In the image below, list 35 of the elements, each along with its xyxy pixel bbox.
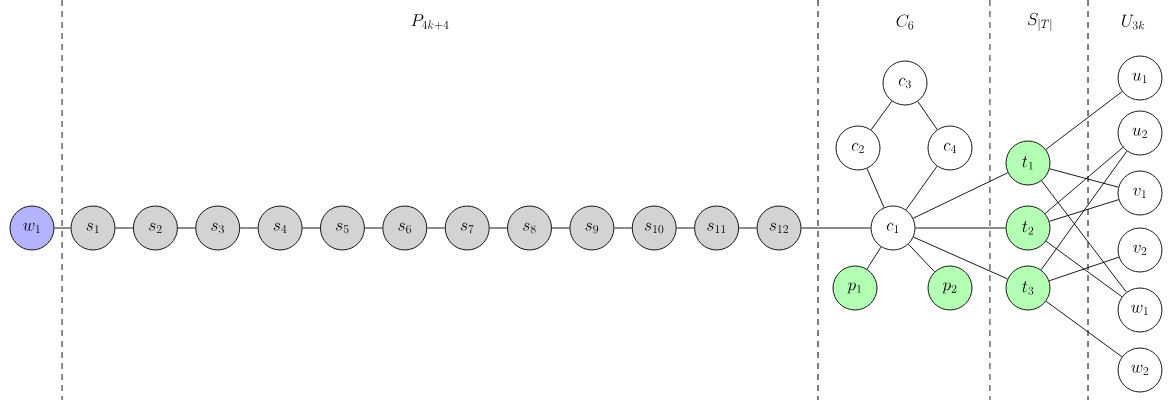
edge-line xyxy=(1041,180,1127,293)
section-heading: $U_{3k}$ xyxy=(1122,14,1145,30)
section-heading: $C_6$ xyxy=(896,14,914,30)
edge-line xyxy=(1040,150,1128,271)
edge-line xyxy=(676,227,695,229)
edge-line xyxy=(738,227,757,229)
edge-line xyxy=(1049,199,1120,222)
edge-line xyxy=(870,100,893,131)
edge-line xyxy=(866,246,882,270)
edge-line xyxy=(1044,147,1124,214)
edge-line xyxy=(1049,168,1119,188)
edge-line xyxy=(364,227,383,229)
edge-line xyxy=(1048,256,1120,282)
edge-line xyxy=(177,227,196,229)
edge-line xyxy=(115,227,134,229)
edge-line xyxy=(426,227,446,229)
edge-line xyxy=(915,227,1006,229)
section-heading: $S_{|T|}$ xyxy=(1027,12,1052,31)
edge-line xyxy=(551,227,570,229)
edge-line xyxy=(905,165,938,211)
section-heading: $P_{4k+4}$ xyxy=(411,14,449,30)
edge-line xyxy=(913,236,1008,280)
edge-line xyxy=(1045,91,1123,150)
edge-line xyxy=(917,101,938,130)
edge-line xyxy=(1045,300,1123,358)
edge-line xyxy=(908,243,935,273)
edge-line xyxy=(801,227,871,229)
edge-line xyxy=(54,227,71,229)
edge-line xyxy=(239,227,259,229)
edge-line xyxy=(613,227,633,229)
edge-line xyxy=(912,172,1009,219)
edge-line xyxy=(489,227,508,229)
edge-line xyxy=(866,168,885,208)
edge-line xyxy=(302,227,321,229)
edge-line xyxy=(1045,240,1123,298)
